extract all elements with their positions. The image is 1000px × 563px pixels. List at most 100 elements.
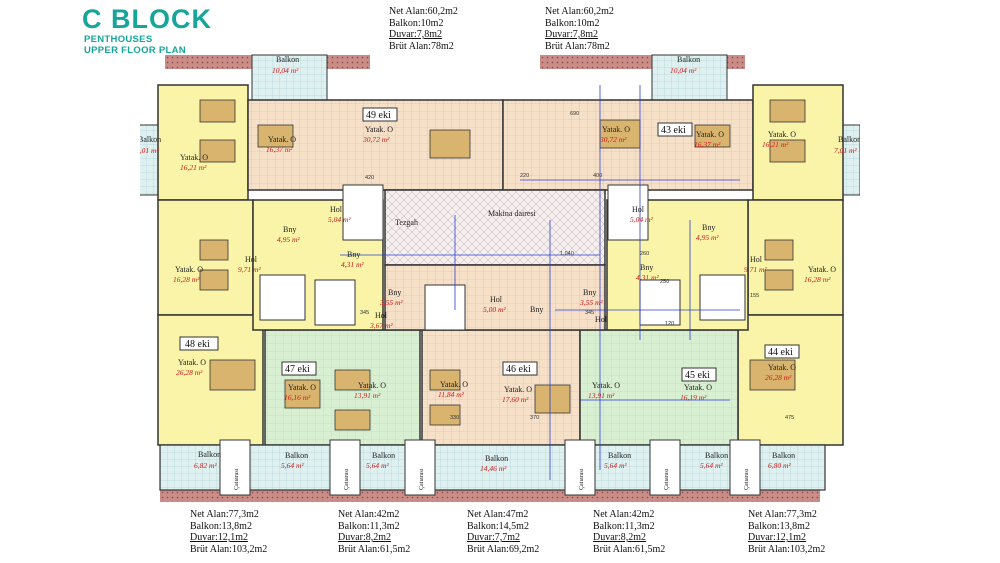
room-name: Hol bbox=[375, 311, 388, 320]
net-area: Net Alan:60,2m2 bbox=[545, 6, 614, 17]
gross-area: Brüt Alan:78m2 bbox=[545, 40, 610, 52]
room-area: 3,67 m² bbox=[369, 321, 393, 330]
net-area: Net Alan:47m2 bbox=[467, 509, 529, 520]
room-area: 5,64 m² bbox=[366, 461, 389, 470]
room-area: 16,37 m² bbox=[266, 145, 293, 154]
room-name: Balkon bbox=[838, 135, 860, 144]
dimension-lines bbox=[340, 85, 740, 480]
room-name: Bny bbox=[347, 250, 360, 259]
dim-label: 345 bbox=[360, 310, 369, 316]
room-name: Yatak. O bbox=[268, 135, 296, 144]
room-name: Balkon bbox=[285, 451, 308, 460]
room-area: 14,46 m² bbox=[480, 464, 507, 473]
balcony-area: Balkon:11,3m2 bbox=[593, 520, 655, 532]
balcony-top-left bbox=[251, 54, 328, 101]
floor-plan-drawing: 420 220 400 690 1.040 260 250 120 345 34… bbox=[140, 54, 860, 502]
wall-area: Duvar:12,1m2 bbox=[748, 532, 807, 543]
gross-area: Brüt Alan:78m2 bbox=[389, 40, 454, 52]
unit-43-label: 43 eki bbox=[661, 125, 686, 136]
area-block-bottom-1: Net Alan:77,3m2 Balkon:13,8m2 Duvar:12,1… bbox=[190, 509, 267, 555]
machine-room bbox=[384, 189, 606, 266]
subtitle-penthouses: PENTHOUSES bbox=[84, 34, 153, 45]
room-name: Balkon bbox=[705, 451, 728, 460]
balcony-area: Balkon:13,8m2 bbox=[190, 520, 252, 532]
room-name: Makina dairesi bbox=[488, 209, 537, 218]
room-area: 10,04 m² bbox=[272, 66, 299, 75]
unit-44-label: 44 eki bbox=[768, 347, 793, 358]
area-block-top-right: Net Alan:60,2m2 Balkon:10m2 Duvar:7,8m2 … bbox=[545, 6, 614, 52]
room-name: Yatak. O bbox=[504, 385, 532, 394]
room-area: 4,95 m² bbox=[696, 233, 719, 242]
room-name: Yatak. O bbox=[768, 130, 796, 139]
roof-access-label: Çatıarası bbox=[664, 468, 670, 490]
area-block-top-left: Net Alan:60,2m2 Balkon:10m2 Duvar:7,8m2 … bbox=[389, 6, 458, 52]
room-name: Balkon bbox=[772, 451, 795, 460]
roof-access-2 bbox=[329, 439, 361, 496]
gross-area: Brüt Alan:103,2m2 bbox=[190, 543, 268, 555]
room-name: Yatak. O bbox=[808, 265, 836, 274]
room-area: 7,01 m² bbox=[140, 146, 159, 155]
unit-46-label: 46 eki bbox=[506, 364, 531, 375]
net-area: Net Alan:77,3m2 bbox=[748, 509, 817, 520]
room-name: Yatak. O bbox=[684, 383, 712, 392]
room-area: 13,91 m² bbox=[588, 391, 615, 400]
room-area: 6,82 m² bbox=[194, 461, 217, 470]
stair-right-mid bbox=[639, 279, 681, 326]
unit-45-label: 45 eki bbox=[685, 370, 710, 381]
dim-label: 250 bbox=[660, 279, 669, 285]
room-name: Bny bbox=[702, 223, 715, 232]
roof-access-label: Çatıarası bbox=[579, 468, 585, 490]
central-hall bbox=[384, 264, 606, 331]
roof-access-label: Çatıarası bbox=[419, 468, 425, 490]
net-area: Net Alan:42m2 bbox=[338, 509, 400, 520]
net-area: Net Alan:77,3m2 bbox=[190, 509, 259, 520]
room-name: Yatak. O bbox=[602, 125, 630, 134]
room-name: Yatak. O bbox=[178, 358, 206, 367]
unit-45-floor bbox=[579, 329, 739, 446]
room-name: Yatak. O bbox=[592, 381, 620, 390]
gross-area: Brüt Alan:103,2m2 bbox=[748, 543, 826, 555]
room-name: Yatak. O bbox=[175, 265, 203, 274]
room-name: Balkon bbox=[140, 135, 161, 144]
room-area: 13,91 m² bbox=[354, 391, 381, 400]
gross-area: Brüt Alan:61,5m2 bbox=[593, 543, 666, 555]
dim-label: 220 bbox=[520, 173, 529, 179]
wall-area: Duvar:7,8m2 bbox=[389, 29, 443, 40]
dim-label: 120 bbox=[665, 321, 674, 327]
balcony-area: Balkon:14,5m2 bbox=[467, 520, 529, 532]
balcony-bottom-strip bbox=[159, 444, 826, 491]
room-name: Hol bbox=[632, 205, 645, 214]
unit-47-label: 47 eki bbox=[285, 364, 310, 375]
room-name: Yatak. O bbox=[440, 380, 468, 389]
balcony-area: Balkon:13,8m2 bbox=[748, 520, 810, 532]
area-block-bottom-3: Net Alan:47m2 Balkon:14,5m2 Duvar:7,7m2 … bbox=[467, 509, 539, 555]
room-area: 26,28 m² bbox=[765, 373, 792, 382]
room-area: 5,04 m² bbox=[630, 215, 653, 224]
dim-label: 400 bbox=[593, 173, 602, 179]
room-area: 9,71 m² bbox=[744, 265, 767, 274]
dim-label: 420 bbox=[365, 175, 374, 181]
room-area: 30,72 m² bbox=[599, 135, 627, 144]
roof-access-5 bbox=[649, 439, 681, 496]
block-title: C BLOCK bbox=[82, 4, 212, 34]
room-area: 16,28 m² bbox=[173, 275, 200, 284]
room-name: Hol bbox=[245, 255, 258, 264]
unit-tags: 48 eki 47 eki 46 eki 45 eki 44 eki 49 ek… bbox=[179, 107, 800, 382]
room-area: 6,80 m² bbox=[768, 461, 791, 470]
roof-access-4 bbox=[564, 439, 596, 496]
balcony-top-right bbox=[651, 54, 728, 101]
wall-area: Duvar:8,2m2 bbox=[593, 532, 647, 543]
dim-label: 1.040 bbox=[560, 251, 574, 257]
room-name: Balkon bbox=[198, 450, 221, 459]
room-area: 16,21 m² bbox=[762, 140, 789, 149]
roof-access-label: Çatıarası bbox=[744, 468, 750, 490]
gross-area: Brüt Alan:69,2m2 bbox=[467, 543, 540, 555]
room-area: 9,71 m² bbox=[238, 265, 261, 274]
roof-edge-bottom bbox=[160, 490, 820, 502]
room-name: Balkon bbox=[608, 451, 631, 460]
room-name: Bny bbox=[640, 263, 653, 272]
stair-core-left bbox=[342, 184, 384, 241]
room-labels: Balkon 10,04 m² Balkon 10,04 m² Balkon 7… bbox=[140, 55, 860, 490]
room-name: Yatak. O bbox=[365, 125, 393, 134]
room-name: Hol bbox=[490, 295, 503, 304]
